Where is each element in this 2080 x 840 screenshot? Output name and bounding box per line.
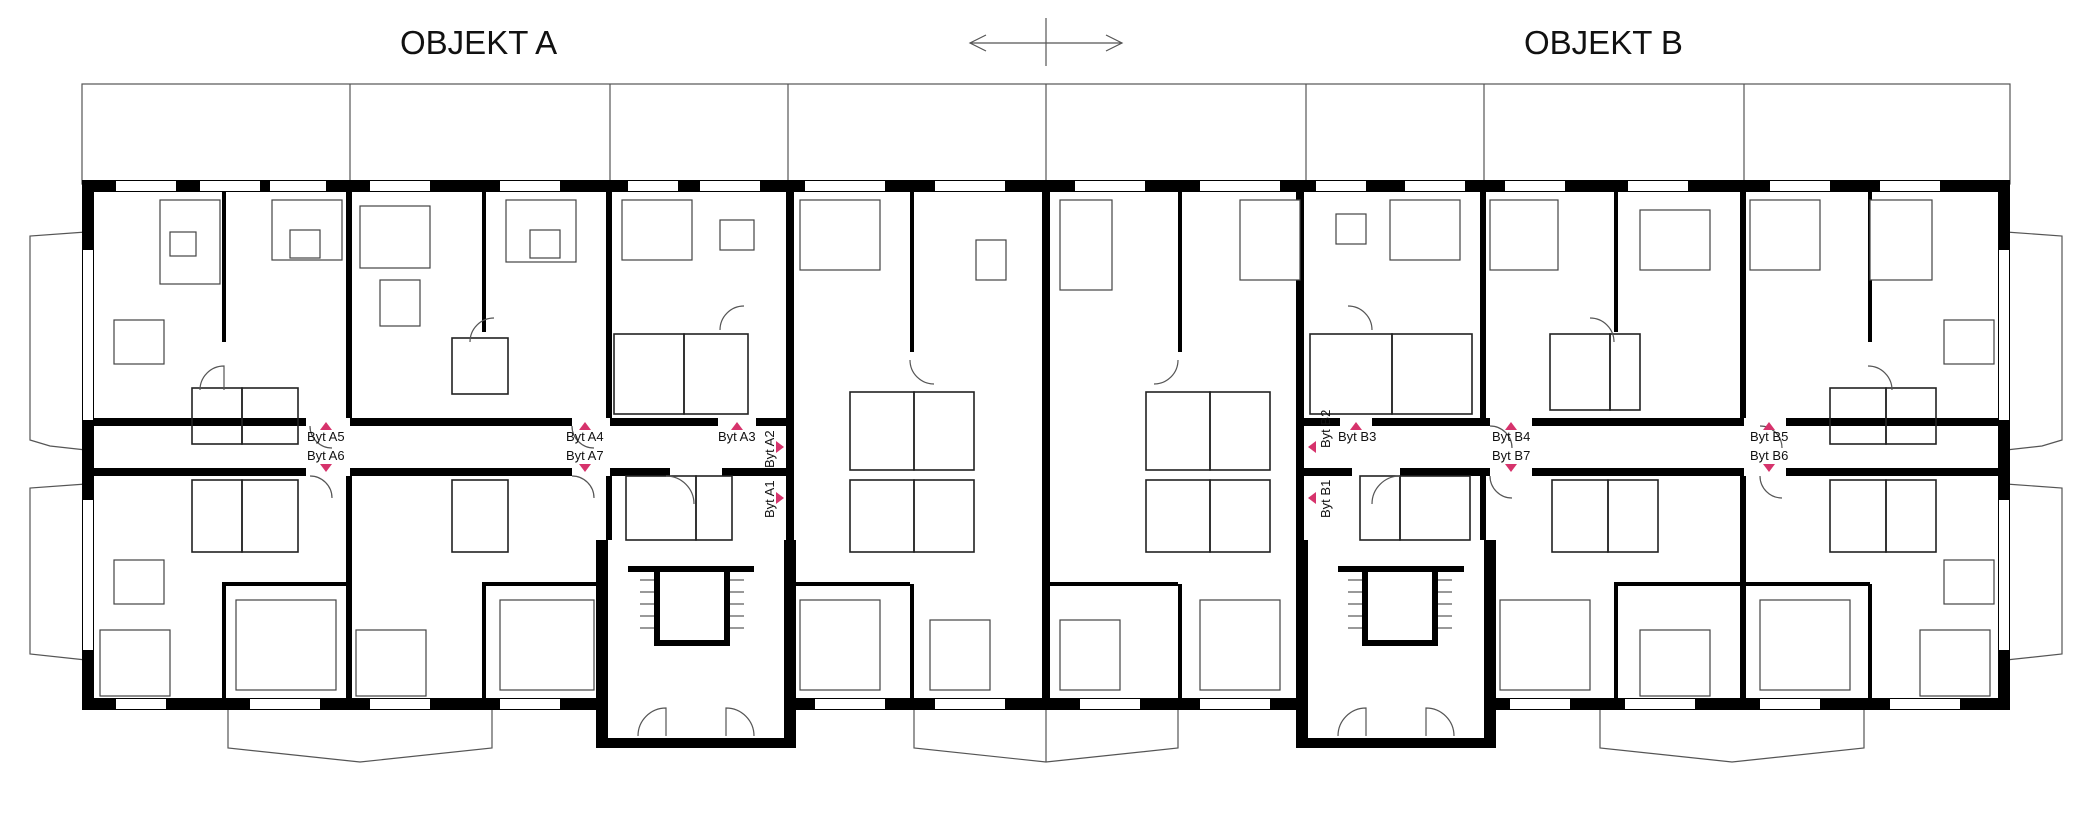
corridor-walls bbox=[94, 192, 1998, 698]
entry-marker-b3-icon bbox=[1350, 422, 1362, 430]
entry-marker-a1-icon bbox=[776, 492, 784, 504]
staircase-b bbox=[1337, 475, 1471, 737]
title-objekt-a: OBJEKT A bbox=[400, 24, 557, 61]
entry-marker-b1-icon bbox=[1308, 492, 1316, 504]
bathrooms bbox=[191, 333, 1937, 553]
furniture bbox=[99, 199, 1995, 697]
bottom-balconies bbox=[227, 706, 1865, 763]
windows-top bbox=[116, 181, 1940, 191]
unit-labels: Byt A5 Byt A6 Byt A4 Byt A7 Byt A3 Byt A2 Byt … bbox=[307, 410, 1788, 518]
entry-marker-a3-icon bbox=[731, 422, 743, 430]
title-objekt-b: OBJEKT B bbox=[1524, 24, 1683, 61]
unit-label-a6: Byt A6 bbox=[307, 448, 345, 463]
entry-marker-b2-icon bbox=[1308, 441, 1316, 453]
entry-marker-b7-icon bbox=[1505, 464, 1517, 472]
entry-marker-b5-icon bbox=[1763, 422, 1775, 430]
unit-label-b3: Byt B3 bbox=[1338, 429, 1376, 444]
unit-label-a2: Byt A2 bbox=[762, 430, 777, 468]
entry-marker-a4-icon bbox=[579, 422, 591, 430]
unit-label-b1: Byt B1 bbox=[1318, 480, 1333, 518]
partition-walls bbox=[222, 192, 1872, 698]
windows-side bbox=[83, 250, 2009, 650]
unit-label-a7: Byt A7 bbox=[566, 448, 604, 463]
unit-label-b4: Byt B4 bbox=[1492, 429, 1530, 444]
unit-label-a4: Byt A4 bbox=[566, 429, 604, 444]
side-balconies bbox=[29, 231, 2063, 661]
windows-bottom bbox=[116, 699, 1960, 709]
unit-label-b6: Byt B6 bbox=[1750, 448, 1788, 463]
entry-marker-a5-icon bbox=[320, 422, 332, 430]
entry-marker-a6-icon bbox=[320, 464, 332, 472]
top-balconies bbox=[81, 83, 2011, 185]
direction-arrow-icon bbox=[968, 18, 1124, 66]
unit-label-b5: Byt B5 bbox=[1750, 429, 1788, 444]
staircase-a bbox=[625, 475, 755, 737]
entry-marker-b4-icon bbox=[1505, 422, 1517, 430]
unit-label-a3: Byt A3 bbox=[718, 429, 756, 444]
entry-marker-a2-icon bbox=[776, 441, 784, 453]
unit-label-b2: Byt B2 bbox=[1318, 410, 1333, 448]
unit-label-a5: Byt A5 bbox=[307, 429, 345, 444]
unit-label-b7: Byt B7 bbox=[1492, 448, 1530, 463]
unit-label-a1: Byt A1 bbox=[762, 480, 777, 518]
doors bbox=[199, 305, 1893, 505]
entry-marker-a7-icon bbox=[579, 464, 591, 472]
entry-marker-b6-icon bbox=[1763, 464, 1775, 472]
